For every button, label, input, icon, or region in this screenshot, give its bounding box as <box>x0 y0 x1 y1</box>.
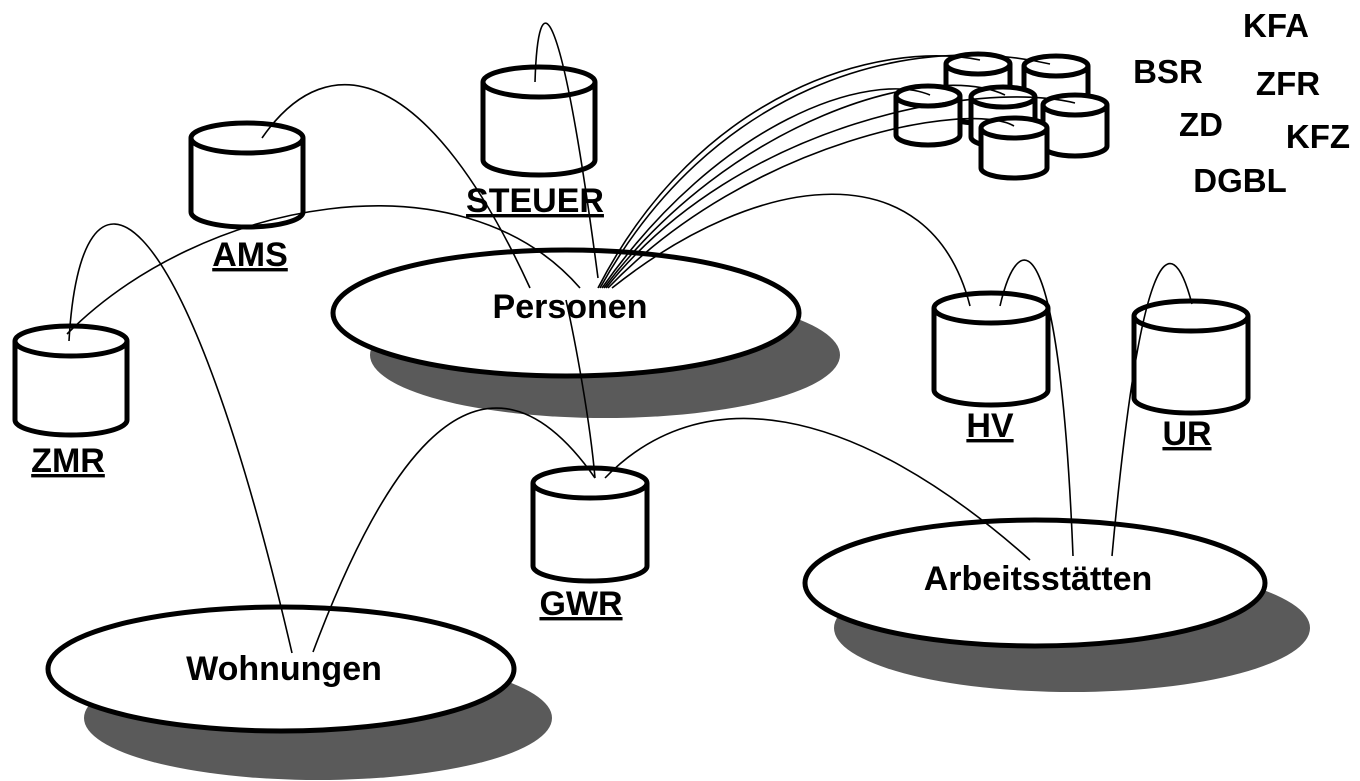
gwr-cylinder <box>530 465 650 584</box>
steuer-label: STEUER <box>466 182 604 220</box>
kfa-label: KFA <box>1243 7 1309 44</box>
personen-ellipse <box>330 247 802 379</box>
ams-cylinder <box>188 120 306 230</box>
kfz-label: KFZ <box>1286 118 1350 155</box>
gwr-label: GWR <box>539 585 622 623</box>
ur-label: UR <box>1162 415 1211 453</box>
zd-label: ZD <box>1179 106 1223 143</box>
wohnungen-label: Wohnungen <box>186 650 382 688</box>
personen-label: Personen <box>493 288 648 326</box>
cluster-cylinder-6 <box>978 115 1050 181</box>
zfr-label: ZFR <box>1256 65 1320 102</box>
bsr-label: BSR <box>1133 53 1203 90</box>
ams-label: AMS <box>212 236 288 274</box>
cluster-cylinder-5 <box>1040 92 1110 159</box>
connection-lines <box>66 22 1193 654</box>
arbeitsstaetten-ellipse <box>802 517 1268 649</box>
hv-label: HV <box>966 407 1014 445</box>
hv-cylinder <box>931 290 1051 408</box>
arbeitsstaetten-label: Arbeitsstätten <box>924 560 1153 598</box>
ur-cylinder <box>1131 298 1251 416</box>
steuer-cylinder <box>480 64 598 178</box>
dgbl-label: DGBL <box>1193 162 1287 199</box>
zmr-cylinder <box>12 323 130 438</box>
zmr-label: ZMR <box>31 442 105 480</box>
